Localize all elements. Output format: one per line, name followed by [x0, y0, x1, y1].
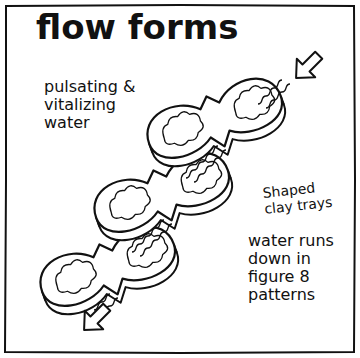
annotation-label: Shaped clay trays	[262, 178, 341, 217]
flow-arrow	[75, 298, 116, 339]
frame-border	[5, 5, 355, 353]
title: flow forms	[36, 8, 238, 46]
annotation-label: pulsating & vitalizing water	[44, 78, 144, 132]
flow-arrow	[287, 46, 328, 87]
clay-tray	[140, 71, 293, 179]
annotation-label: water runs down in figure 8 patterns	[248, 232, 340, 304]
